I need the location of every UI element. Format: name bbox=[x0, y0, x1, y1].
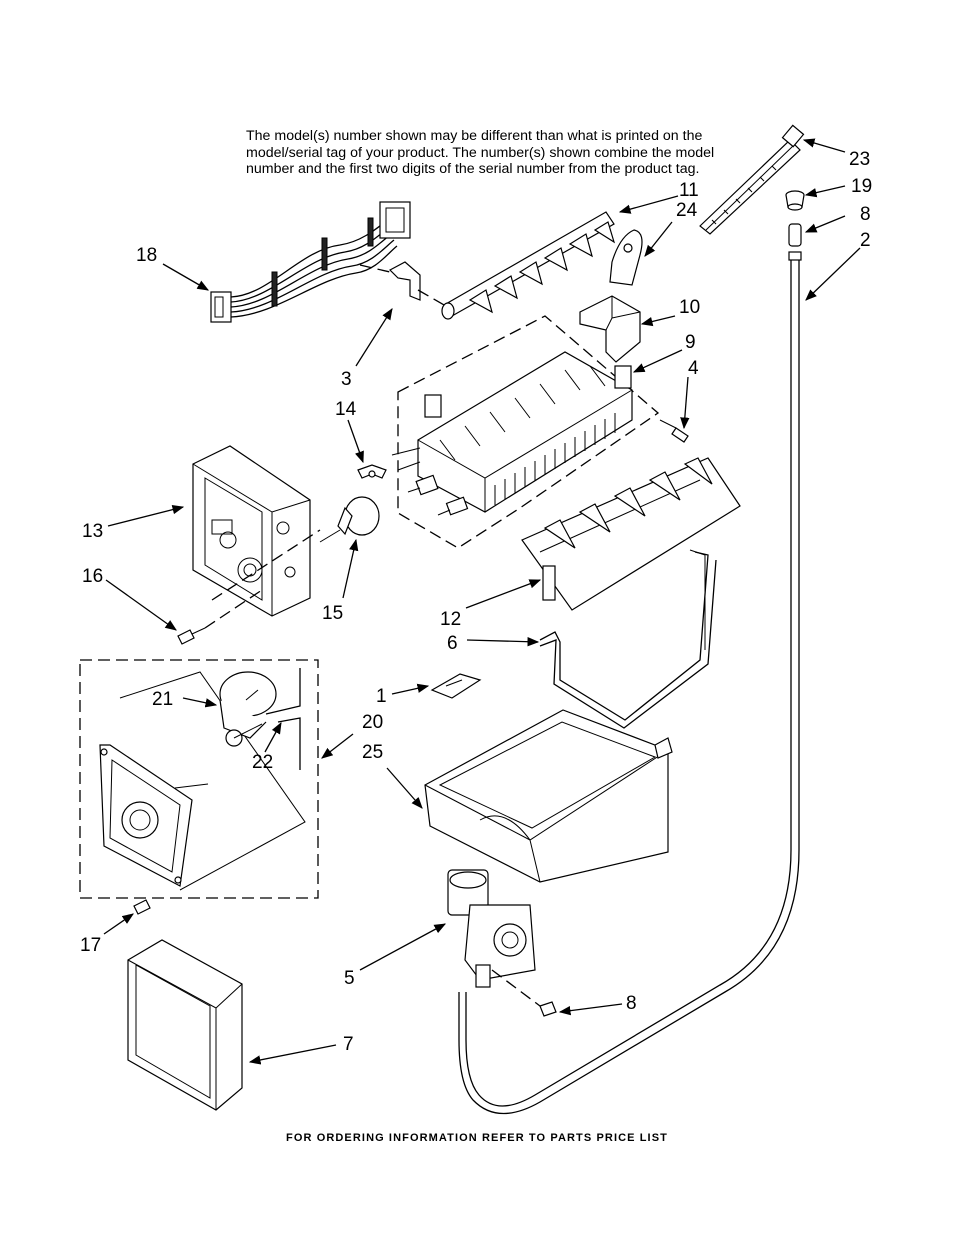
callout-23: 23 bbox=[849, 149, 870, 170]
shim-part bbox=[430, 673, 482, 699]
screw-part bbox=[491, 969, 557, 1017]
callout-19: 19 bbox=[851, 176, 872, 197]
motor-part bbox=[219, 671, 277, 747]
callout-8-clip: 8 bbox=[860, 204, 871, 225]
water-valve-part bbox=[447, 869, 536, 988]
model-number-note: The model(s) number shown may be differe… bbox=[246, 128, 715, 177]
ice-bin-part bbox=[424, 709, 673, 883]
thermostat-clip-part bbox=[357, 464, 387, 479]
clip-part bbox=[389, 261, 421, 301]
callout-8-screw: 8 bbox=[626, 993, 637, 1014]
bail-arm-part bbox=[539, 551, 717, 729]
tube-clip-part bbox=[788, 223, 802, 247]
water-line-part bbox=[458, 251, 802, 1115]
callout-6: 6 bbox=[447, 633, 458, 654]
callout-leaders bbox=[103, 138, 861, 1065]
stop-arm-part bbox=[609, 229, 643, 286]
assembly-line bbox=[359, 264, 445, 306]
callout-16: 16 bbox=[82, 566, 103, 587]
callout-17: 17 bbox=[80, 935, 101, 956]
callout-4: 4 bbox=[688, 358, 699, 379]
assembly-line bbox=[211, 529, 321, 601]
callout-2: 2 bbox=[860, 230, 871, 251]
drive-module-assembly bbox=[79, 659, 319, 899]
assembly-line bbox=[204, 589, 263, 629]
ejector-part bbox=[441, 211, 616, 320]
callout-1: 1 bbox=[376, 686, 387, 707]
callout-25: 25 bbox=[362, 742, 383, 763]
callout-13: 13 bbox=[82, 521, 103, 542]
callout-10: 10 bbox=[679, 297, 700, 318]
ordering-information-footer: FOR ORDERING INFORMATION REFER TO PARTS … bbox=[286, 1132, 668, 1144]
wire-harness-part bbox=[210, 201, 411, 323]
callout-15: 15 bbox=[322, 603, 343, 624]
callout-5: 5 bbox=[344, 968, 355, 989]
callout-7: 7 bbox=[343, 1034, 354, 1055]
callout-24: 24 bbox=[676, 200, 698, 221]
screw-part bbox=[659, 419, 689, 443]
ice-maker-assembly bbox=[391, 315, 660, 549]
callout-labels: 23 19 8 2 11 24 18 10 9 4 3 14 13 16 15 … bbox=[80, 149, 872, 1055]
grommet-part bbox=[785, 190, 805, 211]
callout-11: 11 bbox=[679, 180, 699, 201]
callout-14: 14 bbox=[335, 399, 357, 420]
bracket-part bbox=[579, 295, 641, 363]
ice-bin-rack-part bbox=[521, 457, 741, 650]
screw-part bbox=[177, 627, 206, 645]
callout-9: 9 bbox=[685, 332, 696, 353]
module-plate-part bbox=[99, 744, 209, 887]
thermostat-part bbox=[319, 496, 380, 543]
screw-part bbox=[133, 899, 151, 915]
callout-22: 22 bbox=[252, 752, 273, 773]
callout-3: 3 bbox=[341, 369, 352, 390]
callout-20: 20 bbox=[362, 712, 383, 733]
callout-21: 21 bbox=[152, 689, 173, 710]
cover-part bbox=[127, 939, 243, 1111]
control-module-part bbox=[192, 445, 311, 617]
fill-tube-part bbox=[699, 124, 805, 235]
callout-12: 12 bbox=[440, 609, 461, 630]
callout-18: 18 bbox=[136, 245, 157, 266]
shaft-part bbox=[265, 668, 301, 770]
